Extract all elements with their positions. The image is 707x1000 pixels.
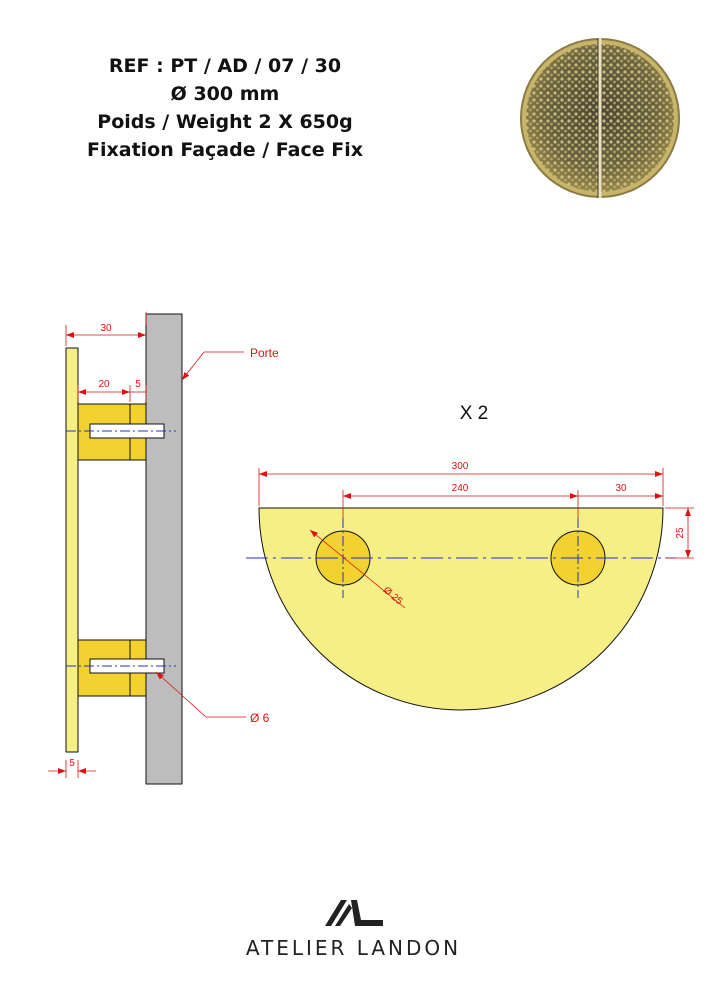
dim-edge-label: 30 — [615, 483, 627, 494]
side-view: 30 20 5 5 Porte Ø 6 — [48, 312, 279, 785]
door-panel — [145, 313, 183, 785]
dim-width-label: 300 — [452, 461, 469, 472]
weight-line: Poids / Weight 2 X 650g — [97, 111, 353, 133]
multiplier-label: X 2 — [460, 403, 489, 424]
brand-logo-icon — [325, 900, 383, 926]
door-label: Porte — [250, 346, 279, 360]
front-view: X 2 300 240 30 25 Ø 25 — [246, 403, 694, 711]
dim-plate-label: 5 — [69, 758, 75, 769]
spec-block: REF : PT / AD / 07 / 30 Ø 300 mm Poids /… — [40, 52, 410, 164]
diameter-line: Ø 300 mm — [170, 83, 280, 105]
product-photo — [520, 38, 680, 198]
dim-centers-label: 240 — [452, 483, 469, 494]
dim-a-label: 20 — [98, 379, 110, 390]
dim-total-label: 30 — [100, 323, 112, 334]
fixing-line: Fixation Façade / Face Fix — [87, 139, 363, 161]
bolt-label: Ø 6 — [250, 711, 270, 725]
ref-line: REF : PT / AD / 07 / 30 — [108, 55, 342, 77]
dim-b-label: 5 — [135, 379, 141, 390]
brand-name: ATELIER LANDON — [245, 936, 462, 960]
dim-height-label: 25 — [675, 527, 686, 539]
handle-plate — [65, 347, 79, 753]
